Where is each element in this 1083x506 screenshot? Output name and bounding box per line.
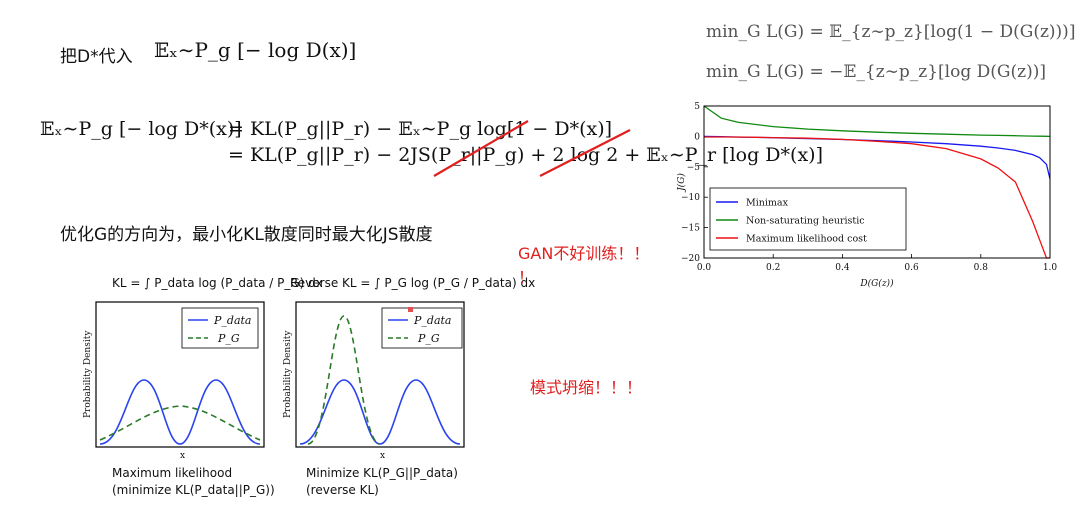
series-line-1 [703, 105, 1051, 138]
mode-collapse-note: 模式坍缩！！！ [530, 378, 643, 397]
kl-legend [181, 307, 259, 349]
rkl-pg-curve [307, 315, 381, 445]
y-tick-label-0: 5 [694, 102, 700, 112]
kl-diagrams: Probability Density x P_data P_G Probabi… [83, 301, 465, 461]
eq-minimax-loss: min_G L(G) = 𝔼_{z∼p_z}[log(1 − D(G(z)))] [706, 22, 1076, 42]
eq1-right: = KL(P_g||P_r) − 𝔼ₓ∼P_g log[1 − D*(x)] [228, 118, 613, 140]
strike-line-1 [433, 120, 529, 177]
chart-ticks: 0.0 0.2 0.4 0.6 0.8 1.0 5 0 −5 −10 −15 −20 [681, 102, 1057, 273]
reverse-kl-formula: Reverse KL = ∫ P_G log (P_G / P_data) dx [290, 276, 536, 290]
caption-left-2: (minimize KL(P_data||P_G)) [112, 483, 275, 497]
x-tick-label-0: 0.0 [697, 263, 712, 273]
rkl-legend-pg-label: P_G [417, 332, 440, 345]
strike-line-2 [539, 129, 631, 177]
x-tick-label-2: 0.4 [835, 263, 850, 273]
eq-nonsat-loss: min_G L(G) = −𝔼_{z∼p_z}[log D(G(z))] [706, 62, 1046, 82]
chart-ylabel: J(G) [676, 173, 687, 193]
chart-series [703, 105, 1051, 259]
optimize-direction-text: 优化G的方向为，最小化KL散度同时最大化JS散度 [60, 225, 433, 245]
x-tick-label-1: 0.2 [766, 263, 780, 273]
rkl-ylabel: Probability Density [283, 330, 293, 418]
chart-frame [703, 105, 1051, 259]
y-tick-label-1: 0 [694, 132, 700, 142]
rkl-panel-frame [295, 301, 465, 448]
rkl-legend-pdata-label: P_data [413, 314, 451, 327]
gan-hard-note: GAN不好训练！！ [518, 244, 650, 263]
kl-legend-pg-label: P_G [217, 332, 240, 345]
substitute-formula: 𝔼ₓ∼P_g [− log D(x)] [154, 38, 357, 62]
legend-box [709, 187, 907, 251]
substitute-prefix: 把D*代入 [60, 47, 133, 67]
kl-formula: KL = ∫ P_data log (P_data / P_G) dx [112, 276, 323, 290]
legend-label-2: Maximum likelihood cost [746, 234, 867, 245]
strike-marks [433, 120, 631, 177]
kl-legend-pdata-label: P_data [213, 314, 251, 327]
rkl-legend [381, 307, 463, 349]
rkl-xlabel: x [380, 451, 385, 461]
gan-hard-note-tail: ！ [518, 268, 535, 287]
rkl-pdata-curve [299, 379, 461, 445]
y-tick-label-5: −20 [681, 254, 700, 264]
caption-right-1: Minimize KL(P_G||P_data) [306, 466, 458, 480]
y-tick-label-4: −15 [681, 224, 700, 234]
x-tick-label-3: 0.6 [904, 263, 919, 273]
kl-ylabel: Probability Density [83, 330, 93, 418]
caption-left-1: Maximum likelihood [112, 466, 233, 480]
y-tick-label-3: −10 [681, 193, 700, 203]
legend-label-0: Minimax [746, 198, 789, 209]
series-line-0 [703, 135, 1051, 180]
legend-label-1: Non-saturating heuristic [746, 216, 865, 227]
caption-right-2: (reverse KL) [306, 483, 379, 497]
eq1-left: 𝔼ₓ∼P_g [− log D*(x)] [40, 118, 242, 140]
series-line-2 [704, 136, 1050, 259]
x-tick-label-4: 0.8 [974, 263, 989, 273]
kl-panel-frame [95, 301, 265, 448]
kl-xlabel: x [180, 451, 185, 461]
kl-pg-curve [99, 405, 261, 441]
cursor-marker [408, 307, 413, 312]
y-tick-label-2: −5 [687, 163, 701, 173]
x-tick-label-5: 1.0 [1043, 263, 1058, 273]
chart-xlabel: D(G(z)) [859, 278, 894, 289]
kl-pdata-curve [99, 379, 261, 445]
eq2-right: = KL(P_g||P_r) − 2JS(P_r||P_g) + 2 log 2… [228, 144, 823, 166]
